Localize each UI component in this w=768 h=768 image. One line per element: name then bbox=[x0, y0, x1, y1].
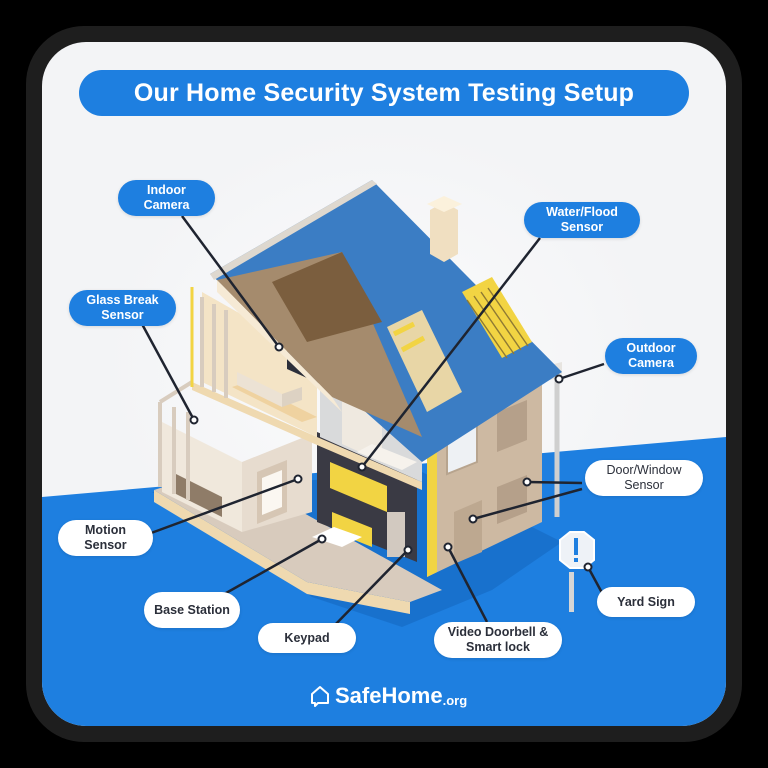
label-outdoor-camera: Outdoor Camera bbox=[605, 338, 697, 374]
label-yard-sign: Yard Sign bbox=[597, 587, 695, 617]
infographic-card: Our Home Security System Testing Setup I… bbox=[42, 42, 726, 726]
house-illustration bbox=[152, 180, 595, 627]
label-indoor-camera: Indoor Camera bbox=[118, 180, 215, 216]
label-glass-break-sensor: Glass Break Sensor bbox=[69, 290, 176, 326]
logo-brand: SafeHome bbox=[335, 683, 443, 708]
house-chat-icon bbox=[311, 686, 329, 707]
page-title: Our Home Security System Testing Setup bbox=[79, 70, 689, 116]
label-water-flood-sensor: Water/Flood Sensor bbox=[524, 202, 640, 238]
yard-sign-illustration bbox=[559, 531, 595, 612]
label-base-station: Base Station bbox=[144, 592, 240, 628]
label-keypad: Keypad bbox=[258, 623, 356, 653]
label-door-window-sensor: Door/Window Sensor bbox=[585, 460, 703, 496]
label-motion-sensor: Motion Sensor bbox=[58, 520, 153, 556]
logo-tld: .org bbox=[442, 692, 468, 708]
label-video-doorbell-smart-lock: Video Doorbell & Smart lock bbox=[434, 622, 562, 658]
safehome-logo: SafeHome .org bbox=[310, 682, 467, 710]
